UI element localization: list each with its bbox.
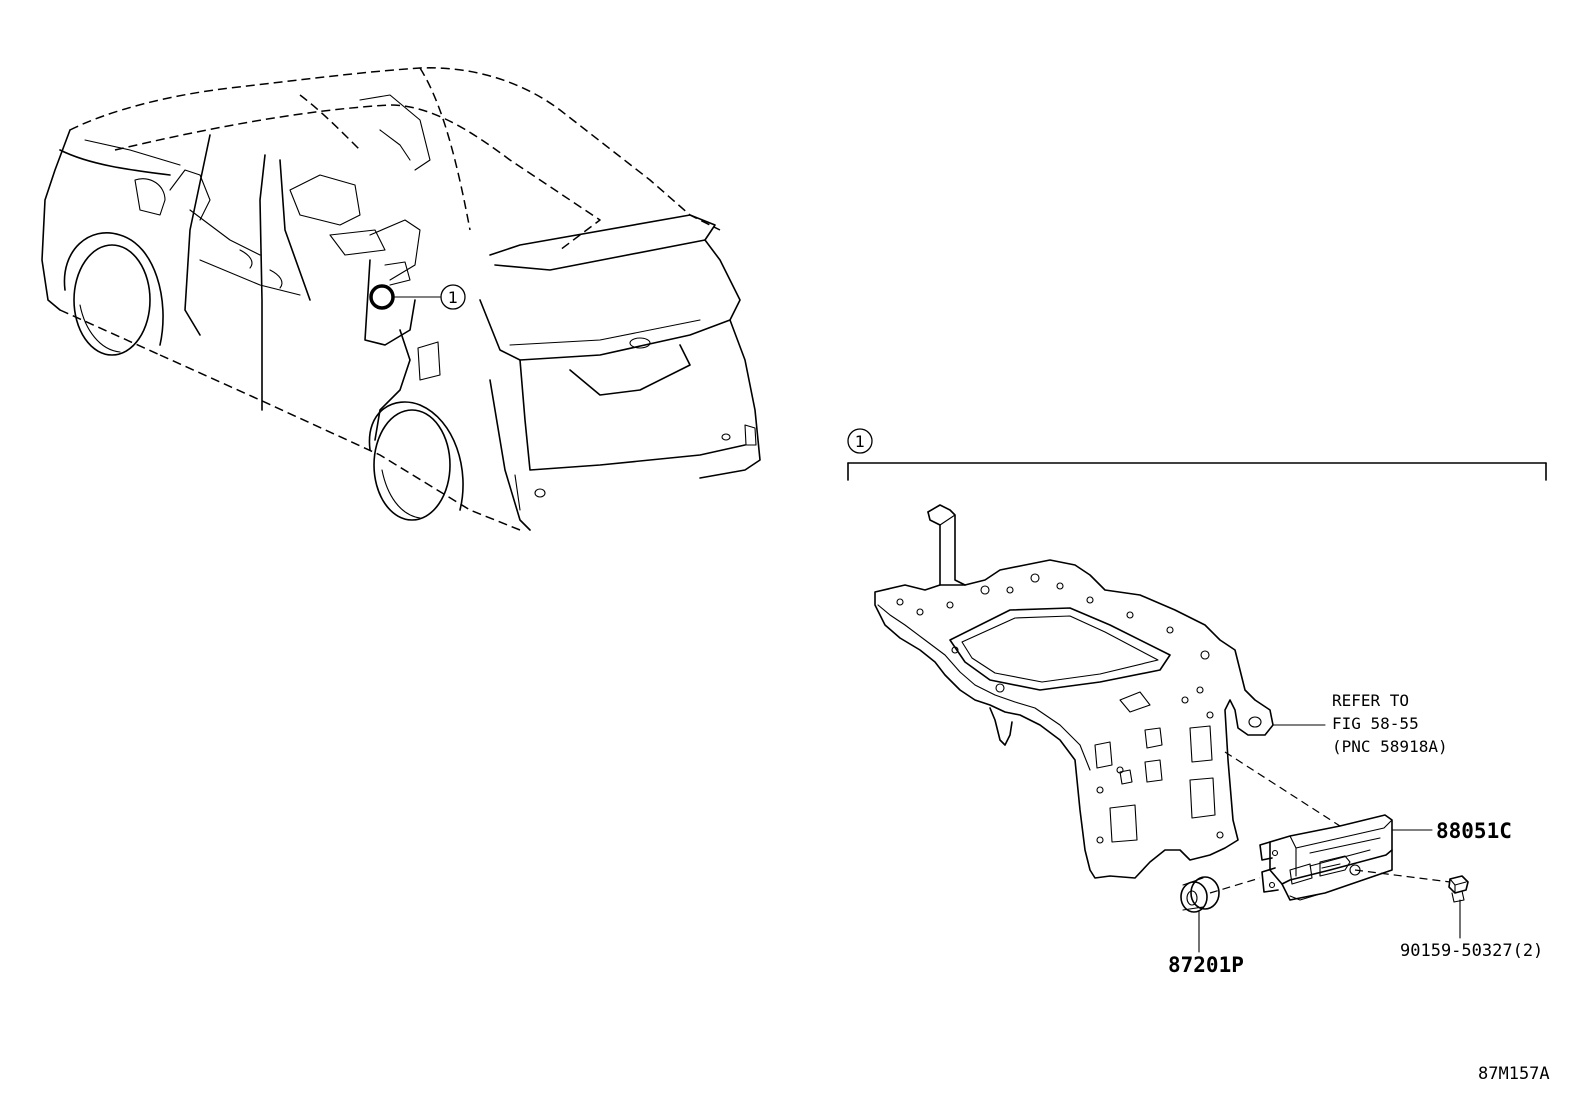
label-grommet: 87201P: [1168, 953, 1244, 977]
label-module: 88051C: [1436, 819, 1512, 843]
labels: REFER TO FIG 58-55 (PNC 58918A) 88051C 8…: [1168, 691, 1550, 1084]
group-bracket: 1: [847, 428, 1547, 481]
figure-code: 87M157A: [1478, 1064, 1550, 1084]
refer-note-line3: (PNC 58918A): [1332, 737, 1448, 756]
leader-lines: [1198, 724, 1461, 953]
bracket-holes: [896, 573, 1262, 844]
vehicle-callout-number: 1: [448, 288, 458, 307]
group-callout-number: 1: [855, 432, 865, 451]
label-bolt: 90159-50327(2): [1400, 941, 1543, 961]
vehicle-illustration: [41, 67, 761, 531]
refer-note-line2: FIG 58-55: [1332, 714, 1419, 733]
vehicle-callout: 1: [440, 284, 466, 310]
mounting-bracket: [874, 504, 1274, 879]
refer-note-line1: REFER TO: [1332, 691, 1409, 710]
module-88051c: [1259, 814, 1393, 901]
bolt-90159-50327: [1448, 875, 1469, 903]
alignment-lines: [1209, 751, 1451, 894]
grommet-87201p: [1180, 876, 1220, 913]
